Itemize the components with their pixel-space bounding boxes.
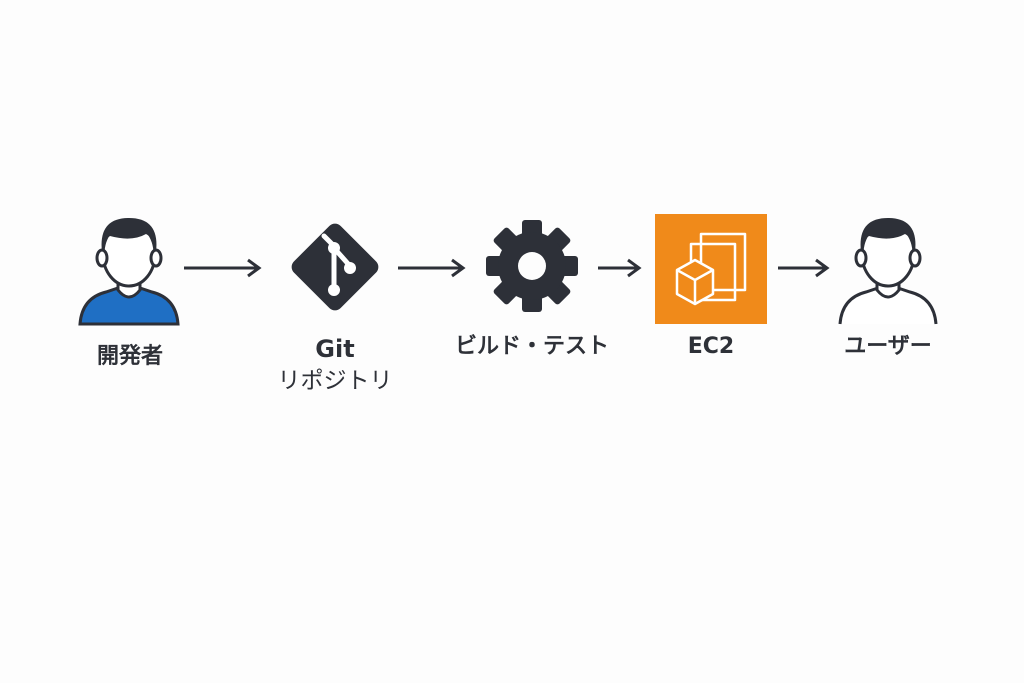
ec2-label: EC2 bbox=[687, 334, 735, 359]
git-repository-label: Git リポジトリ bbox=[255, 333, 415, 397]
ec2-instance-icon bbox=[655, 214, 767, 324]
arrow-icon bbox=[398, 258, 466, 278]
arrow-icon bbox=[184, 258, 262, 278]
git-logo-icon bbox=[291, 223, 379, 311]
build-test-label: ビルド・テスト bbox=[454, 334, 609, 359]
user-label: ユーザー bbox=[844, 334, 932, 359]
developer-person-icon bbox=[78, 218, 180, 326]
developer-label: 開発者 bbox=[96, 344, 163, 369]
user-person-icon bbox=[838, 218, 938, 325]
arrow-icon bbox=[598, 258, 642, 278]
git-label-line2: リポジトリ bbox=[277, 368, 393, 394]
git-label-line1: Git bbox=[315, 335, 355, 363]
arrow-icon bbox=[778, 258, 830, 278]
gear-icon bbox=[486, 220, 578, 312]
